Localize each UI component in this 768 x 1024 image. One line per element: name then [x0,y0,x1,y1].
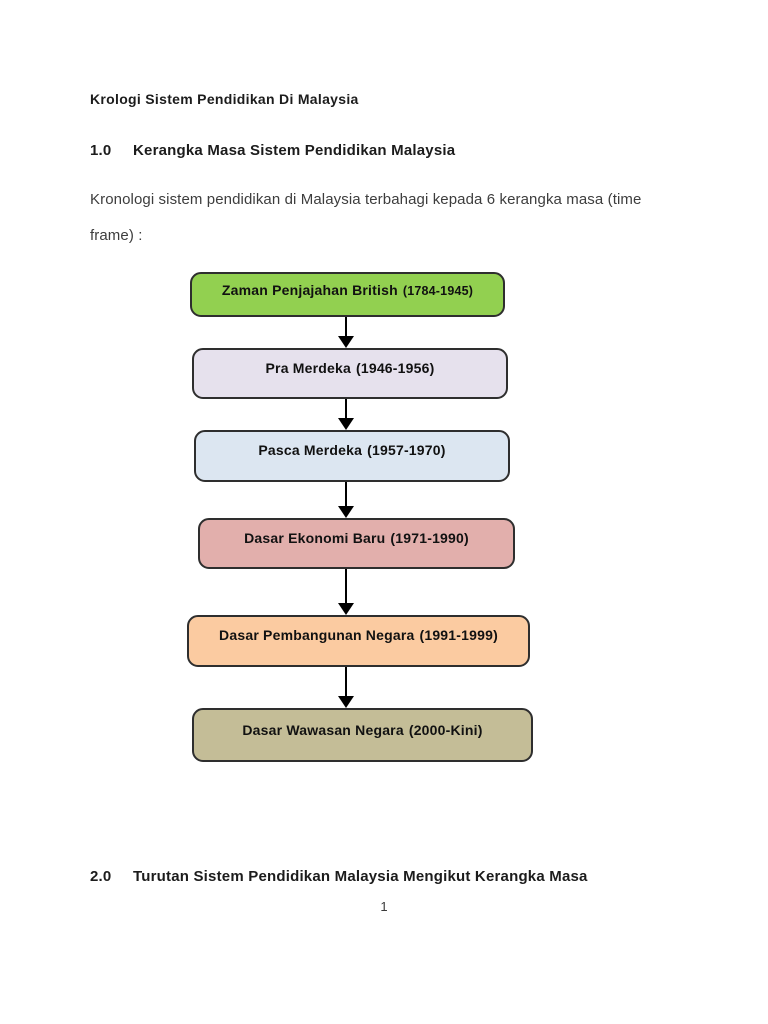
section-number: 1.0 [90,142,112,159]
flow-arrow-down-4 [338,569,354,615]
flow-box-label: Dasar Ekonomi Baru [244,530,386,546]
flow-box-pasca-merdeka: Pasca Merdeka(1957-1970) [194,430,510,482]
flow-box-dasar-pembangunan-negara: Dasar Pembangunan Negara(1991-1999) [187,615,530,667]
flow-box-years: (1971-1990) [390,530,469,546]
flow-box-label: Pasca Merdeka [258,442,363,458]
flow-box-dasar-wawasan-negara: Dasar Wawasan Negara(2000-Kini) [192,708,533,762]
section-title: Turutan Sistem Pendidikan Malaysia Mengi… [133,868,588,885]
arrowhead-down-icon [338,603,354,615]
arrowhead-down-icon [338,506,354,518]
arrow-line [345,569,347,603]
flow-box-dasar-ekonomi-baru: Dasar Ekonomi Baru(1971-1990) [198,518,515,569]
flow-box-label: Zaman Penjajahan British [221,282,398,298]
flow-arrow-down-1 [338,317,354,348]
flow-box-label: Pra Merdeka [265,360,351,376]
flow-box-years: (1784-1945) [402,284,474,298]
arrowhead-down-icon [338,696,354,708]
flow-box-zaman-penjajahan-british: Zaman Penjajahan British (1784-1945) [190,272,505,317]
flow-box-pra-merdeka: Pra Merdeka(1946-1956) [192,348,508,399]
section-heading-1: 1.0 Kerangka Masa Sistem Pendidikan Malay… [90,142,455,159]
arrow-line [345,317,347,336]
flow-box-label: Dasar Pembangunan Negara [219,627,415,643]
section-heading-2: 2.0 Turutan Sistem Pendidikan Malaysia Me… [90,868,588,885]
section-number: 2.0 [90,868,112,885]
arrowhead-down-icon [338,336,354,348]
arrow-line [345,482,347,506]
document-title: Krologi Sistem Pendidikan Di Malaysia [90,91,359,107]
arrow-line [345,399,347,418]
page-number: 1 [380,899,388,914]
flow-box-years: (1991-1999) [419,627,498,643]
arrowhead-down-icon [338,418,354,430]
flow-box-label: Dasar Wawasan Negara [242,722,404,738]
intro-paragraph: Kronologi sistem pendidikan di Malaysia … [90,191,642,244]
flow-arrow-down-3 [338,482,354,518]
arrow-line [345,667,347,696]
flow-box-years: (2000-Kini) [408,722,483,738]
flow-arrow-down-2 [338,399,354,430]
section-title: Kerangka Masa Sistem Pendidikan Malaysia [133,142,456,159]
flow-box-years: (1957-1970) [367,442,446,458]
flow-box-years: (1946-1956) [355,360,435,376]
flow-arrow-down-5 [338,667,354,708]
